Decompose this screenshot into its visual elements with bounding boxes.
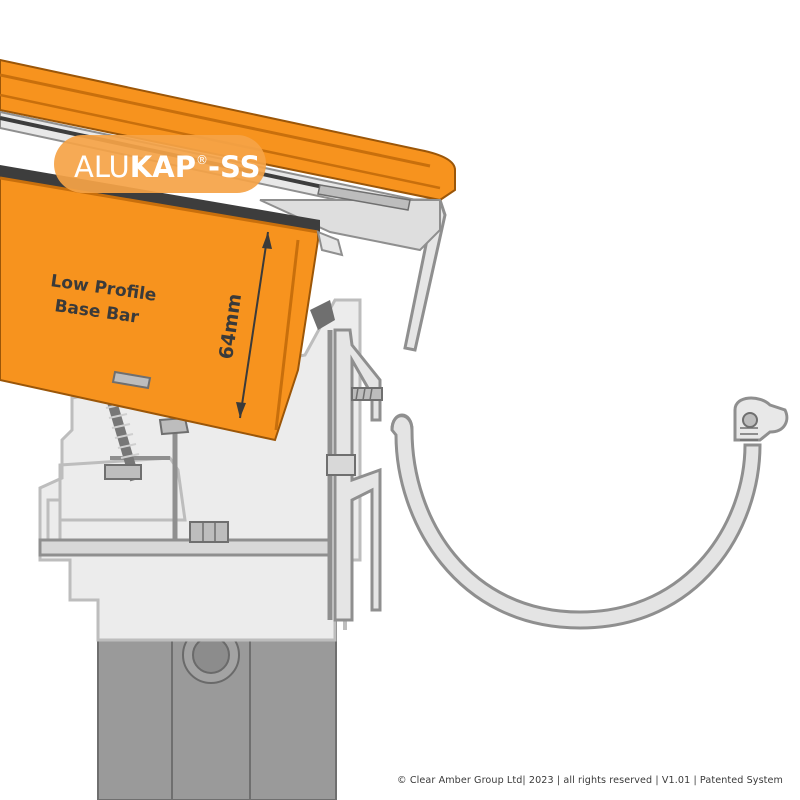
copyright-footer: © Clear Amber Group Ltd| 2023 | all righ… bbox=[396, 775, 783, 786]
logo-alu: ALU bbox=[74, 150, 130, 184]
threaded-bolt bbox=[104, 393, 190, 482]
logo-registered: ® bbox=[196, 153, 208, 167]
alukap-ss-logo: ALUKAP®-SS bbox=[54, 135, 266, 193]
svg-text:ALUKAP®-SS: ALUKAP®-SS bbox=[74, 150, 260, 184]
half-round-gutter bbox=[390, 396, 789, 630]
hex-nut bbox=[189, 521, 229, 543]
fixing-screw bbox=[351, 387, 383, 401]
gutter-bracket-clip bbox=[326, 328, 383, 622]
logo-variant: -SS bbox=[208, 150, 261, 184]
logo-kap: KAP bbox=[130, 150, 196, 184]
